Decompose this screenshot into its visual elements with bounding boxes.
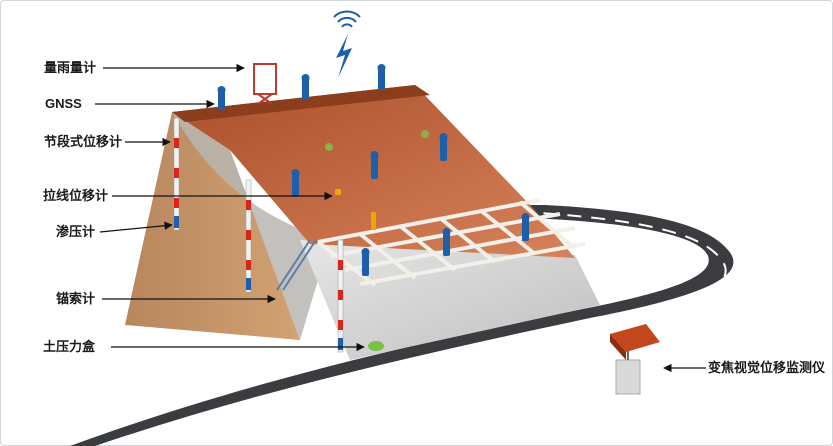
label-segmented-displacement: 节段式位移计 (44, 134, 122, 150)
wire-displacement-sensor (335, 189, 341, 195)
rain-gauge-device (254, 64, 276, 104)
label-zoom-vision-monitor: 变焦视觉位移监测仪 (708, 360, 825, 376)
label-gnss: GNSS (45, 96, 82, 112)
label-rain-gauge: 量雨量计 (44, 60, 96, 76)
label-piezometer: 渗压计 (56, 224, 95, 240)
label-anchor-cable: 锚索计 (56, 291, 95, 307)
zoom-vision-monitor-device (610, 324, 660, 394)
green-marker (325, 143, 333, 151)
label-earth-pressure-cell: 土压力盒 (43, 339, 95, 355)
green-marker (421, 130, 429, 138)
yellow-sensor (371, 212, 376, 230)
label-wire-displacement: 拉线位移计 (43, 188, 108, 204)
wireless-signal-icon (334, 11, 360, 78)
earth-pressure-cell-device (368, 341, 384, 351)
